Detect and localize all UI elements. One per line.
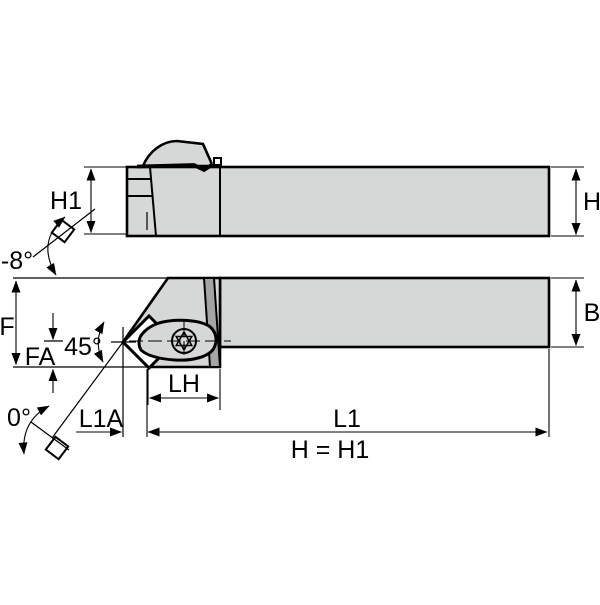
- dim-h: H: [551, 166, 600, 237]
- label-lh: LH: [168, 370, 200, 398]
- inclination-annotation: 0°: [7, 404, 70, 461]
- lead-angle-reference-line: [51, 341, 124, 439]
- side-view-clamp: [141, 139, 214, 168]
- label-lead-angle: 45°: [64, 333, 102, 361]
- dim-b: B: [551, 277, 600, 348]
- label-inclination-angle: 0°: [7, 404, 31, 432]
- dim-l1: L1 H = H1: [147, 349, 550, 464]
- label-l1a: L1A: [79, 405, 124, 433]
- top-view: F FA 45° 0° LH: [0, 276, 600, 464]
- side-view-shank: [125, 165, 551, 238]
- lead-angle-annotation: 45°: [64, 321, 105, 363]
- label-fa: FA: [25, 343, 56, 371]
- dim-fa: FA: [25, 313, 63, 393]
- label-h: H: [583, 188, 600, 216]
- side-view-clamp-notch: [213, 157, 222, 166]
- rake-insert-symbol: [50, 218, 76, 244]
- dim-lh: LH: [147, 369, 221, 410]
- side-view-insert-pocket: [126, 166, 158, 237]
- side-view-clamp-nose: [136, 163, 213, 173]
- label-note: H = H1: [291, 436, 370, 464]
- dim-l1a: L1A: [76, 369, 148, 437]
- inclination-insert-symbol: [44, 435, 70, 461]
- dim-f: F: [0, 280, 21, 366]
- side-view: H1 H -8°: [1, 139, 600, 276]
- label-f: F: [0, 313, 15, 341]
- top-view-shank: [218, 276, 551, 349]
- dim-h1: H1: [50, 166, 128, 235]
- label-h1: H1: [50, 187, 82, 215]
- label-b: B: [584, 299, 600, 327]
- label-rake-angle: -8°: [1, 247, 33, 275]
- label-l1: L1: [333, 405, 361, 433]
- rake-angle-annotation: -8°: [1, 208, 96, 276]
